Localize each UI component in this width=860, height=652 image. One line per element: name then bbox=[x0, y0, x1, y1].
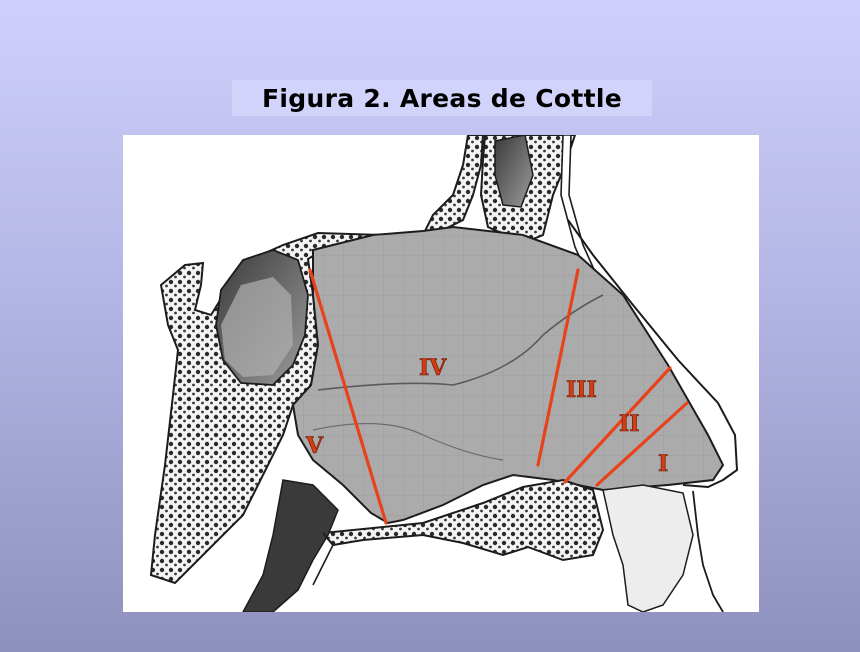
title-box: Figura 2. Areas de Cottle bbox=[232, 80, 652, 116]
figure-panel: V IV III II I bbox=[123, 135, 759, 612]
septum bbox=[293, 227, 723, 523]
area-label-iii: III bbox=[566, 377, 597, 403]
area-label-iv: IV bbox=[419, 355, 447, 381]
area-label-v: V bbox=[305, 433, 324, 459]
nasal-septum-illustration: V IV III II I bbox=[123, 135, 759, 612]
area-label-ii: II bbox=[619, 411, 640, 437]
area-label-i: I bbox=[658, 451, 668, 477]
nasal-floor bbox=[243, 480, 693, 612]
slide-title: Figura 2. Areas de Cottle bbox=[262, 84, 622, 113]
